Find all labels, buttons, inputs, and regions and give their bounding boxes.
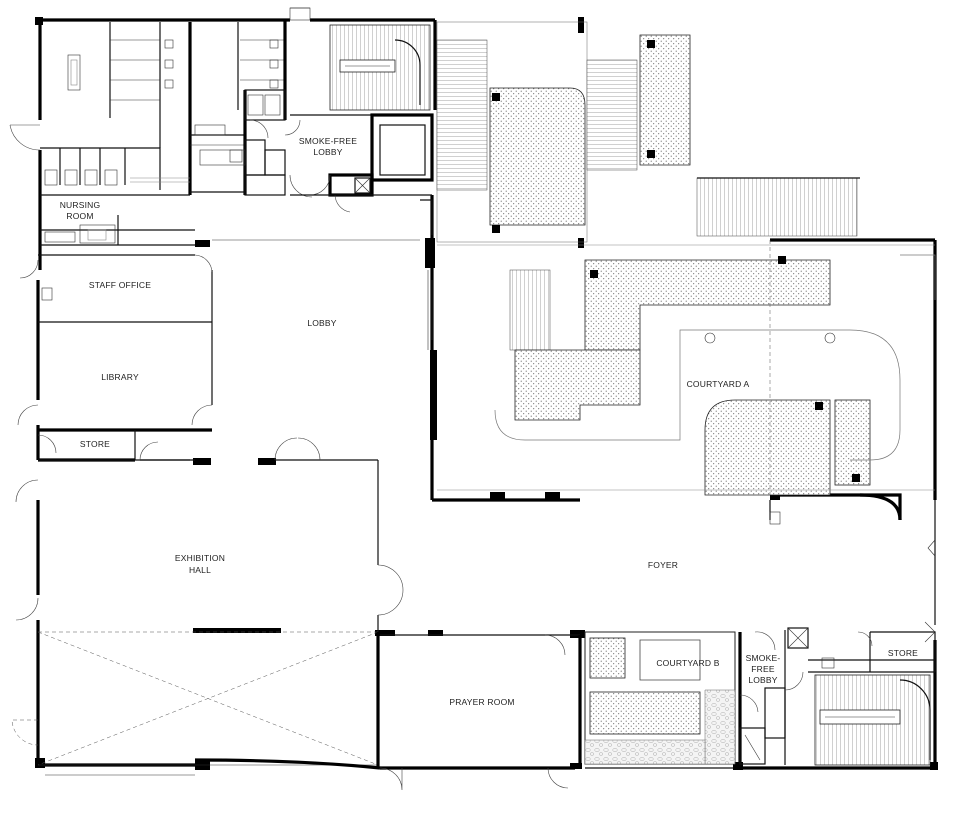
smoke-free-lobby-top-label-2: LOBBY [313, 147, 342, 157]
smoke-free-lobby-bottom: SMOKE- FREE LOBBY [738, 627, 809, 768]
store-right: STORE [857, 621, 936, 672]
exhibition-hall-label: EXHIBITION [175, 553, 225, 563]
staff-office-library: STAFF OFFICE LIBRARY STORE [17, 254, 213, 462]
staff-office-label: STAFF OFFICE [89, 280, 151, 290]
stair-bottom [808, 657, 935, 766]
library-label: LIBRARY [101, 372, 139, 382]
lobby-label: LOBBY [307, 318, 336, 328]
courtyard-a: COURTYARD A [436, 21, 936, 496]
store-left-label: STORE [80, 439, 110, 449]
nursing-room-label: NURSING [60, 200, 101, 210]
nursing-room: NURSING ROOM [40, 194, 195, 246]
foyer-label: FOYER [648, 560, 678, 570]
courtyard-b-label: COURTYARD B [656, 658, 719, 668]
prayer-room: PRAYER ROOM [379, 634, 582, 791]
exhibition-hall-label-2: HALL [189, 565, 211, 575]
foyer: FOYER [648, 500, 936, 570]
store-right-label: STORE [888, 648, 918, 658]
courtyard-a-label: COURTYARD A [687, 379, 750, 389]
nursing-room-label-2: ROOM [66, 211, 93, 221]
smoke-free-lobby-bottom-label-2: FREE [751, 664, 775, 674]
lobby: LOBBY [212, 194, 433, 350]
smoke-free-lobby-bottom-label: SMOKE- [746, 653, 781, 663]
smoke-free-lobby-bottom-label-3: LOBBY [748, 675, 777, 685]
courtyard-b: COURTYARD B [584, 631, 736, 765]
smoke-free-lobby-top: SMOKE-FREE LOBBY [289, 113, 434, 213]
smoke-free-lobby-top-label: SMOKE-FREE [299, 136, 357, 146]
toilet-block [9, 20, 301, 196]
stair-top [329, 24, 431, 111]
prayer-room-label: PRAYER ROOM [449, 697, 514, 707]
exhibition-hall: EXHIBITION HALL [11, 437, 404, 776]
